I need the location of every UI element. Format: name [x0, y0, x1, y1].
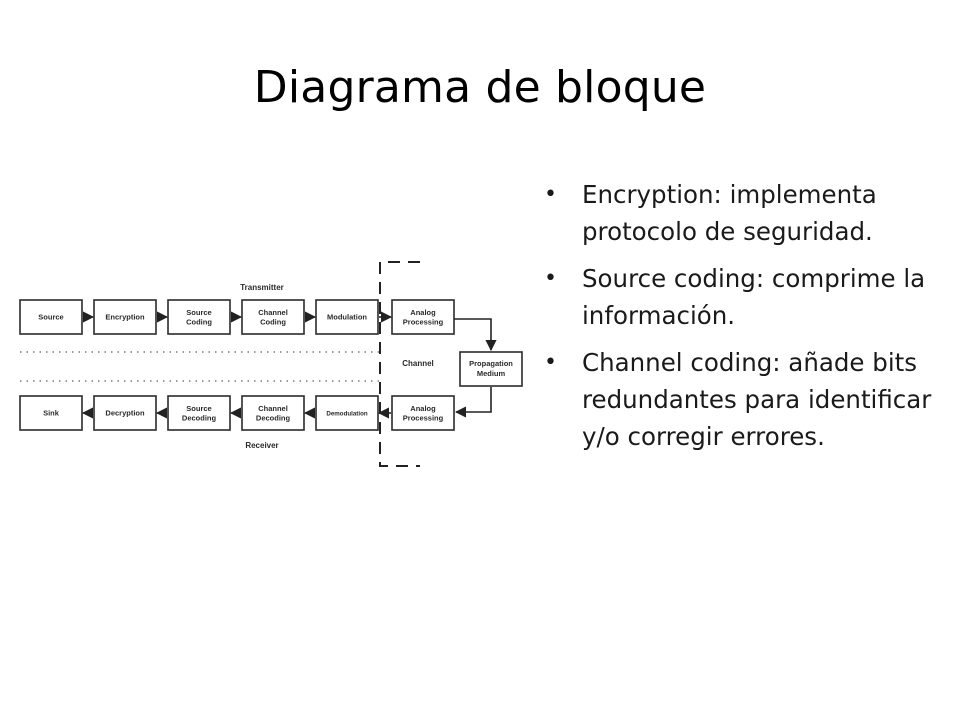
block-label: Decoding [256, 413, 291, 422]
block-sink: Sink [19, 395, 83, 431]
block-label: Encryption [105, 313, 145, 322]
block-label: Demodulation [326, 411, 367, 418]
block-label: Processing [403, 317, 444, 326]
block-encryption: Encryption [93, 299, 157, 335]
block-label: Propagation [469, 359, 513, 368]
bullet-item: • Channel coding: añade bits redundantes… [540, 344, 955, 455]
slide-title: Diagrama de bloque [253, 62, 707, 113]
transmitter-label: Transmitter [240, 283, 284, 292]
block-label: Analog [410, 404, 436, 413]
block-propagation-medium: Propagation Medium [459, 351, 523, 387]
block-label: Coding [186, 317, 212, 326]
block-label: Source [186, 404, 211, 413]
bullet-text: Channel coding: añade bits redundantes p… [582, 348, 932, 451]
medium-to-rx-arrow [454, 387, 492, 418]
bullet-dot-icon: • [544, 350, 557, 375]
block-demodulation: Demodulation [315, 395, 379, 431]
block-label: Modulation [327, 313, 367, 322]
bullet-dot-icon: • [544, 266, 557, 291]
block-label: Analog [410, 308, 436, 317]
block-label: Decoding [182, 413, 217, 422]
bullet-list: • Encryption: implementa protocolo de se… [540, 176, 955, 465]
channel-dashed-boundary [379, 261, 420, 467]
bullet-text: Source coding: comprime la información. [582, 264, 926, 330]
block-label: Source [38, 313, 63, 322]
tx-to-medium-arrow [454, 318, 497, 352]
block-label: Processing [403, 413, 444, 422]
bullet-text: Encryption: implementa protocolo de segu… [582, 180, 877, 246]
block-modulation: Modulation [315, 299, 379, 335]
block-label: Medium [477, 369, 506, 378]
bullet-dot-icon: • [544, 182, 557, 207]
block-label: Decryption [105, 409, 145, 418]
receiver-label: Receiver [245, 441, 278, 450]
block-source: Source [19, 299, 83, 335]
block-label: Channel [258, 404, 288, 413]
bullet-item: • Encryption: implementa protocolo de se… [540, 176, 955, 250]
block-label: Source [186, 308, 211, 317]
block-decryption: Decryption [93, 395, 157, 431]
channel-label: Channel [402, 359, 434, 368]
block-label: Coding [260, 317, 286, 326]
block-label: Sink [43, 409, 60, 418]
bullet-item: • Source coding: comprime la información… [540, 260, 955, 334]
block-label: Channel [258, 308, 288, 317]
